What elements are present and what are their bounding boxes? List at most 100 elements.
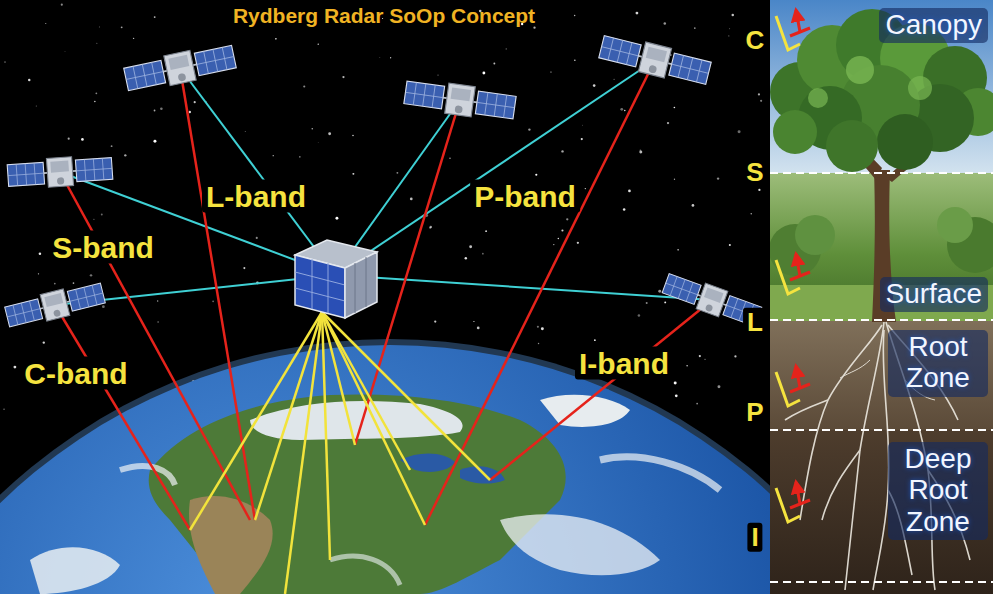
star (738, 130, 741, 133)
star (465, 257, 467, 259)
star (124, 154, 126, 156)
transmitter-satellites-part (598, 32, 712, 88)
star (81, 138, 84, 141)
layer-name: Canopy (879, 8, 988, 43)
star (68, 138, 70, 140)
star (96, 42, 98, 44)
star (728, 35, 729, 36)
red-signal-paths-part (490, 300, 712, 480)
background-trees-part (795, 215, 835, 255)
transmitter-satellites-part (403, 77, 516, 122)
layer-name: Root Zone (888, 330, 988, 397)
layer-dividers-part (770, 319, 993, 321)
earth-land-part (460, 466, 505, 483)
layer-dividers-part (770, 429, 993, 431)
plant-roots-part (822, 450, 860, 520)
red-signal-paths-part (425, 60, 655, 525)
star (667, 122, 669, 124)
band-letter: C (742, 26, 769, 55)
star (449, 157, 451, 159)
star (39, 252, 42, 255)
tree-canopy-part (773, 110, 817, 154)
band-letter: I (747, 523, 762, 552)
yellow-reflection-paths-part (322, 312, 330, 560)
star (153, 140, 156, 143)
star (561, 150, 563, 152)
star (352, 135, 353, 136)
polarization-icons-part-part (796, 482, 800, 504)
transmitter-satellites-part-part (4, 280, 106, 330)
red-signal-paths-part (60, 172, 250, 520)
polarization-icons-part-part (796, 366, 800, 388)
star (729, 244, 731, 246)
cyan-links-part (180, 68, 335, 275)
star (639, 151, 642, 154)
star (628, 190, 631, 193)
receiver-cubesat-part (345, 252, 377, 318)
vegetation-soil-panel (770, 0, 993, 594)
soil-layer-band: Deep Root Zone (770, 430, 993, 582)
star (342, 76, 344, 78)
band-letter: L (743, 308, 767, 337)
yellow-reflection-paths-part (322, 312, 425, 525)
star (537, 326, 539, 328)
receiver-cubesat-part (295, 255, 345, 318)
star (729, 28, 731, 30)
layer-dividers-part (770, 581, 993, 583)
star (574, 15, 575, 16)
star (36, 105, 37, 106)
star (692, 204, 695, 207)
yellow-reflection-paths-part (285, 312, 322, 594)
receiver-cubesat (295, 240, 377, 318)
transmitter-satellites-part-part (7, 154, 113, 190)
star (646, 302, 648, 304)
soil-layer-band: Surface (770, 173, 993, 320)
star (73, 282, 75, 284)
star (90, 274, 92, 276)
yellow-reflection-paths (190, 312, 490, 594)
yellow-reflection-paths-part (322, 312, 355, 445)
star (696, 403, 698, 405)
yellow-reflection-paths-part (322, 312, 410, 470)
star (566, 218, 568, 220)
star (558, 238, 560, 240)
star (636, 12, 639, 15)
cyan-links-part (335, 60, 655, 275)
layer-dividers-part (770, 172, 993, 174)
polarization-icons-part-part (796, 10, 800, 32)
earth-land-part (500, 514, 660, 575)
star (430, 226, 432, 228)
star (64, 51, 66, 53)
star (694, 27, 696, 29)
polarization-icons-part (776, 482, 810, 522)
yellow-reflection-paths-part (322, 312, 490, 480)
star (335, 217, 338, 220)
star (45, 23, 46, 24)
star (577, 242, 579, 244)
star (133, 38, 134, 39)
band-label: S-band (48, 231, 158, 264)
star (390, 57, 391, 58)
band-label: C-band (20, 357, 131, 390)
plant-roots-part (800, 325, 882, 520)
receiver-cubesat-part (295, 259, 345, 313)
earth-land-part (330, 556, 400, 585)
background-trees-part (937, 207, 973, 243)
soil-layer-band: Canopy (770, 0, 993, 173)
figure-title: Rydberg Radar SoOp Concept (233, 4, 535, 28)
star (121, 26, 123, 28)
earth-land-part (540, 395, 630, 427)
star (212, 300, 214, 302)
star (758, 93, 760, 95)
star (189, 111, 191, 113)
star (157, 321, 158, 322)
star (593, 84, 596, 87)
cyan-links (55, 60, 712, 305)
star (102, 305, 105, 308)
star (111, 145, 113, 147)
star (581, 138, 583, 140)
star (54, 283, 56, 285)
